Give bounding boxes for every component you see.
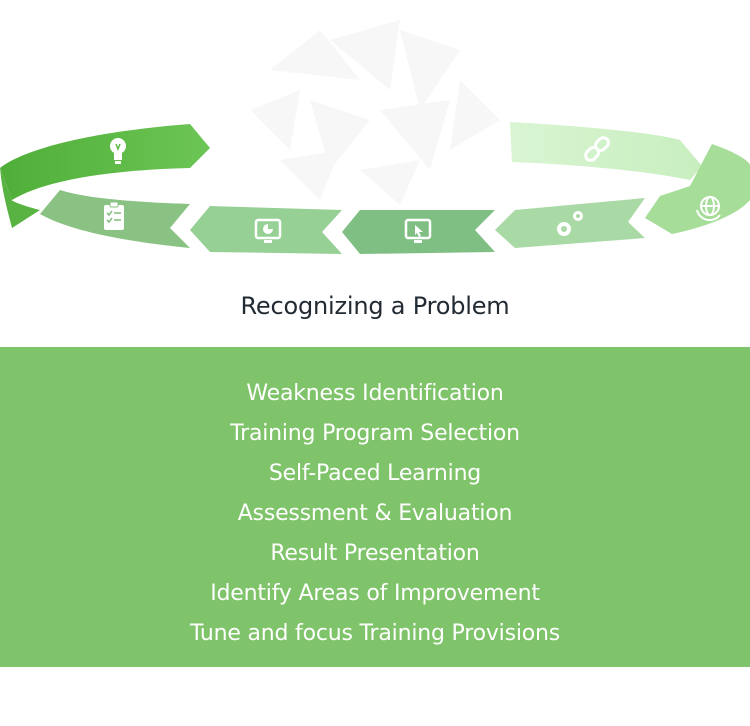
steps-panel: Weakness Identification Training Program…: [0, 347, 750, 667]
link-icon: [584, 136, 610, 162]
cursor-screen-icon: [404, 218, 432, 243]
diagram-title: Recognizing a Problem: [240, 292, 510, 320]
clipboard-checklist-icon: [104, 201, 124, 230]
step-item: Assessment & Evaluation: [237, 501, 513, 526]
cycle-segment-connect: [510, 122, 702, 180]
globe-refresh-icon: [696, 196, 721, 222]
lightbulb-icon: [110, 138, 126, 164]
step-item: Training Program Selection: [230, 421, 520, 446]
step-item: Weakness Identification: [246, 381, 504, 406]
background-texture: [250, 20, 500, 205]
cycle-segment-idea: [0, 124, 210, 228]
step-item: Self-Paced Learning: [268, 461, 482, 486]
step-item: Result Presentation: [270, 541, 480, 566]
cycle-segment-configure: [495, 198, 645, 248]
steps-list: Weakness Identification Training Program…: [0, 347, 750, 654]
gears-icon: [557, 211, 583, 236]
step-item: Tune and focus Training Provisions: [189, 621, 561, 646]
step-item: Identify Areas of Improvement: [210, 581, 540, 606]
pie-chart-screen-icon: [254, 218, 282, 243]
cycle-diagram: [0, 20, 750, 254]
cycle-segment-global: [645, 144, 750, 234]
